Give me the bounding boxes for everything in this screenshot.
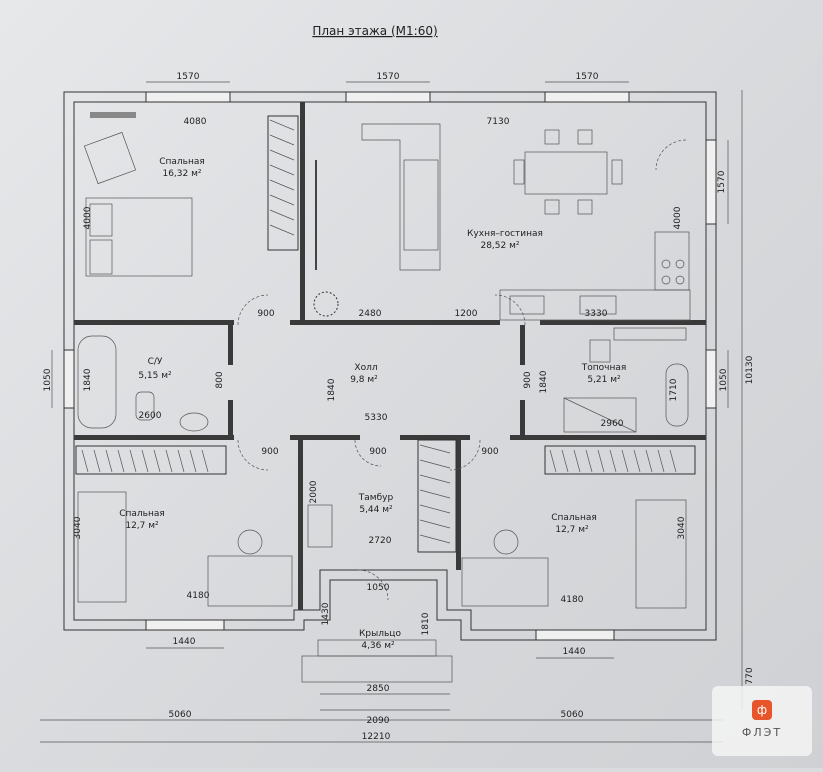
porch-steps — [301, 639, 453, 683]
dim-window-2: 1570 — [377, 72, 400, 82]
room-name-bedroom-1: Спальная — [159, 157, 205, 167]
dim-living-depth: 4000 — [673, 206, 683, 229]
room-name-bedroom-3: Спальная — [551, 513, 597, 523]
room-area-hall: 9,8 м² — [350, 375, 378, 385]
dim-door-vestibule: 900 — [369, 447, 386, 457]
dim-boiler-door: 900 — [523, 371, 533, 388]
room-name-bathroom: С/У — [148, 357, 163, 367]
room-name-boiler-room: Топочная — [581, 363, 627, 373]
dim-living-width: 7130 — [487, 117, 510, 127]
door-swings — [237, 139, 687, 601]
dim-total-depth: 10130 — [745, 355, 755, 384]
bathroom-fixtures — [77, 335, 209, 432]
room-area-kitchen-living: 28,52 м² — [480, 241, 519, 251]
dim-boiler-depth: 1840 — [539, 370, 549, 393]
room-name-kitchen-living: Кухня–гостиная — [467, 229, 543, 239]
dim-window-left: 1050 — [43, 368, 53, 391]
room-name-vestibule: Тамбур — [358, 493, 394, 503]
room-labels: Спальная 16,32 м² Кухня–гостиная 28,52 м… — [119, 157, 626, 651]
dim-door-bedroom-3: 900 — [481, 447, 498, 457]
dim-total-width: 12210 — [362, 732, 391, 742]
dimension-lines — [40, 81, 743, 743]
room-area-vestibule: 5,44 м² — [359, 505, 393, 515]
dim-bathroom-width: 2600 — [139, 411, 162, 421]
room-area-bathroom: 5,15 м² — [138, 371, 172, 381]
vestibule-furniture — [307, 439, 457, 553]
room-area-porch: 4,36 м² — [361, 641, 395, 651]
dim-porch-1810: 1810 — [421, 612, 431, 635]
dim-bathroom-door: 800 — [215, 371, 225, 388]
dim-kitchen-3330: 3330 — [585, 309, 608, 319]
outer-walls — [63, 91, 717, 641]
dim-window-bottom-left: 1440 — [173, 637, 196, 647]
dim-window-bottom-right: 1440 — [563, 647, 586, 657]
dim-porch-door: 1050 — [367, 583, 390, 593]
dim-porch-width: 2850 — [367, 684, 390, 694]
dim-bedroom-3-depth: 3040 — [677, 516, 687, 539]
dim-hall-width: 5330 — [365, 413, 388, 423]
dim-living-1200: 1200 — [455, 309, 478, 319]
dim-bedroom-2-width: 4180 — [187, 591, 210, 601]
windows — [63, 91, 717, 641]
dim-boiler-width: 2960 — [601, 419, 624, 429]
dim-bedroom-1-width: 4080 — [184, 117, 207, 127]
dim-boiler-1710: 1710 — [669, 378, 679, 401]
dim-bathroom-depth: 1840 — [83, 368, 93, 391]
dim-porch-1430: 1430 — [321, 602, 331, 625]
logo-icon: ф — [752, 700, 772, 720]
dim-window-right-2: 1050 — [719, 368, 729, 391]
dim-right-half: 5060 — [561, 710, 584, 720]
dim-window-right: 1570 — [717, 170, 727, 193]
dim-living-2480: 2480 — [359, 309, 382, 319]
dim-vestibule-depth: 2000 — [309, 480, 319, 503]
plan-title: План этажа (М1:60) — [312, 24, 437, 38]
dim-left-half: 5060 — [169, 710, 192, 720]
room-name-bedroom-2: Спальная — [119, 509, 165, 519]
room-area-bedroom-1: 16,32 м² — [162, 169, 201, 179]
dim-bedroom-2-depth: 3040 — [73, 516, 83, 539]
dim-bedroom-3-width: 4180 — [561, 595, 584, 605]
watermark-logo: ф ФЛЭТ — [712, 686, 812, 756]
bedroom-1-furniture — [83, 112, 299, 277]
room-area-boiler-room: 5,21 м² — [587, 375, 621, 385]
dim-door-bedroom-1: 900 — [257, 309, 274, 319]
dim-hall-depth: 1840 — [327, 378, 337, 401]
dim-bedroom-1-depth: 4000 — [83, 206, 93, 229]
bedroom-2-furniture — [75, 445, 293, 607]
dim-porch-inner: 2090 — [367, 716, 390, 726]
boiler-room-fixtures — [563, 327, 689, 433]
dim-porch-projection: 770 — [745, 667, 755, 684]
room-name-hall: Холл — [354, 363, 377, 373]
logo-text: ФЛЭТ — [741, 726, 783, 739]
room-area-bedroom-3: 12,7 м² — [555, 525, 589, 535]
dim-door-bedroom-2: 900 — [261, 447, 278, 457]
living-room-furniture — [313, 123, 691, 321]
dim-window-3: 1570 — [576, 72, 599, 82]
room-name-porch: Крыльцо — [359, 629, 401, 639]
dim-window-1: 1570 — [177, 72, 200, 82]
room-area-bedroom-2: 12,7 м² — [125, 521, 159, 531]
dim-vestibule-width: 2720 — [369, 536, 392, 546]
bedroom-3-furniture — [461, 445, 696, 609]
dimension-labels: 1570 1570 1570 4080 7130 4000 4000 1570 … — [43, 72, 755, 742]
